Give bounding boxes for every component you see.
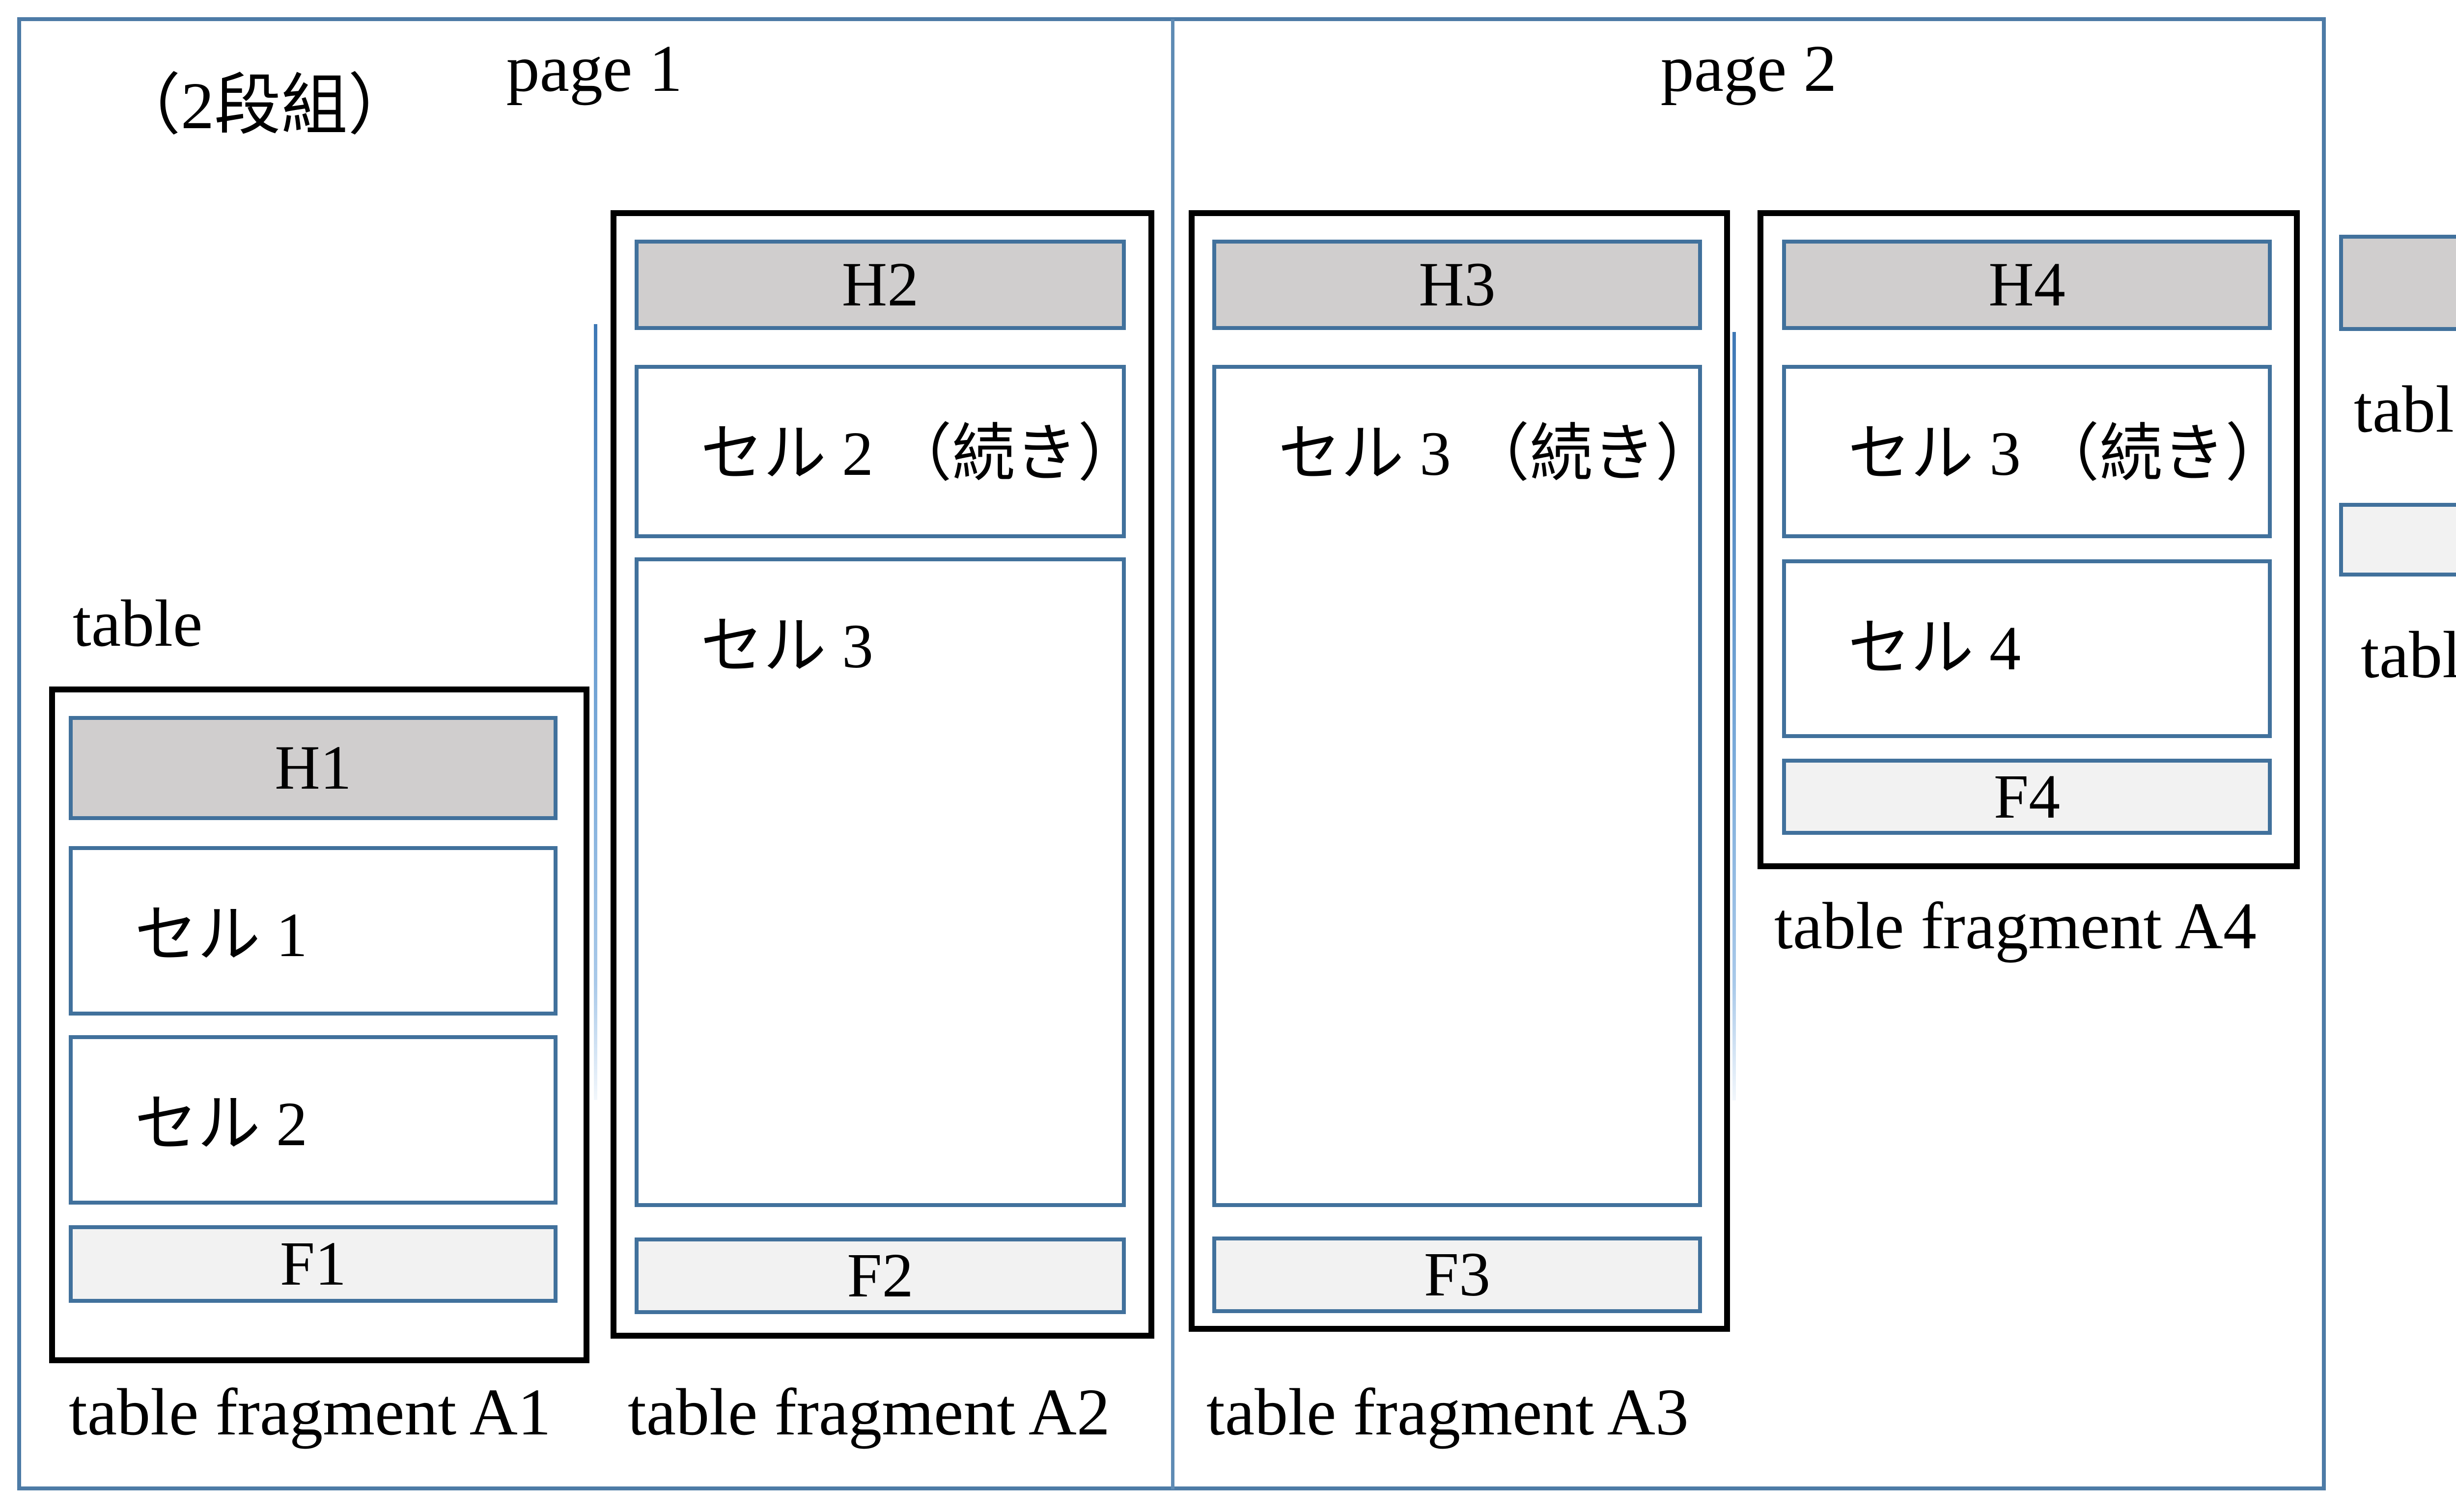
fragment-a3-caption: table fragment A3	[1206, 1375, 1689, 1449]
legend-footer-swatch	[2339, 503, 2456, 577]
fragment-a3-cell-1: セル 3 （続き）	[1212, 365, 1718, 1207]
fragment-a2-caption: table fragment A2	[628, 1375, 1110, 1449]
table-fragment-a1: H1 セル 1 セル 2 F1	[49, 687, 589, 1363]
fragment-a4-cell-1: セル 3 （続き）	[1782, 365, 2288, 538]
fragment-a2-cell-1: セル 2 （続き）	[635, 365, 1141, 538]
legend-footer-label: table-footer	[2361, 618, 2456, 692]
fragment-a1-cell-2: セル 2	[69, 1035, 558, 1205]
legend-header-swatch	[2339, 235, 2456, 331]
page2-title: page 2	[1660, 32, 1837, 106]
page1-column-divider	[594, 324, 597, 1100]
page1-title: page 1	[506, 32, 683, 106]
fragment-a4-caption: table fragment A4	[1774, 889, 2257, 963]
table-fragment-a4: H4 セル 3 （続き） セル 4 F4	[1758, 210, 2300, 869]
layout-note-label: （2段組）	[114, 69, 415, 143]
fragment-a3-footer-row: F3	[1212, 1237, 1702, 1313]
table-fragment-a2: H2 セル 2 （続き） セル 3 F2	[611, 210, 1154, 1339]
page2-column-divider	[1732, 332, 1736, 1100]
fragment-a1-cell-1: セル 1	[69, 846, 558, 1016]
fragment-a3-header-row: H3	[1212, 240, 1702, 330]
fragment-a2-header-row: H2	[635, 240, 1126, 330]
fragment-a4-header-row: H4	[1782, 240, 2272, 330]
fragment-a4-footer-row: F4	[1782, 759, 2272, 835]
fragment-a2-cell-2: セル 3	[635, 557, 1126, 1207]
fragment-a2-footer-row: F2	[635, 1237, 1126, 1314]
fragment-a4-cell-2: セル 4	[1782, 559, 2272, 738]
table-label: table	[73, 587, 203, 660]
fragment-a1-header-row: H1	[69, 716, 558, 820]
page-split-divider	[1171, 19, 1174, 1489]
table-fragment-a3: H3 セル 3 （続き） F3	[1189, 210, 1730, 1332]
fragment-a1-footer-row: F1	[69, 1225, 558, 1303]
legend-header-label: table-header	[2354, 373, 2456, 446]
fragment-a1-caption: table fragment A1	[69, 1375, 551, 1449]
